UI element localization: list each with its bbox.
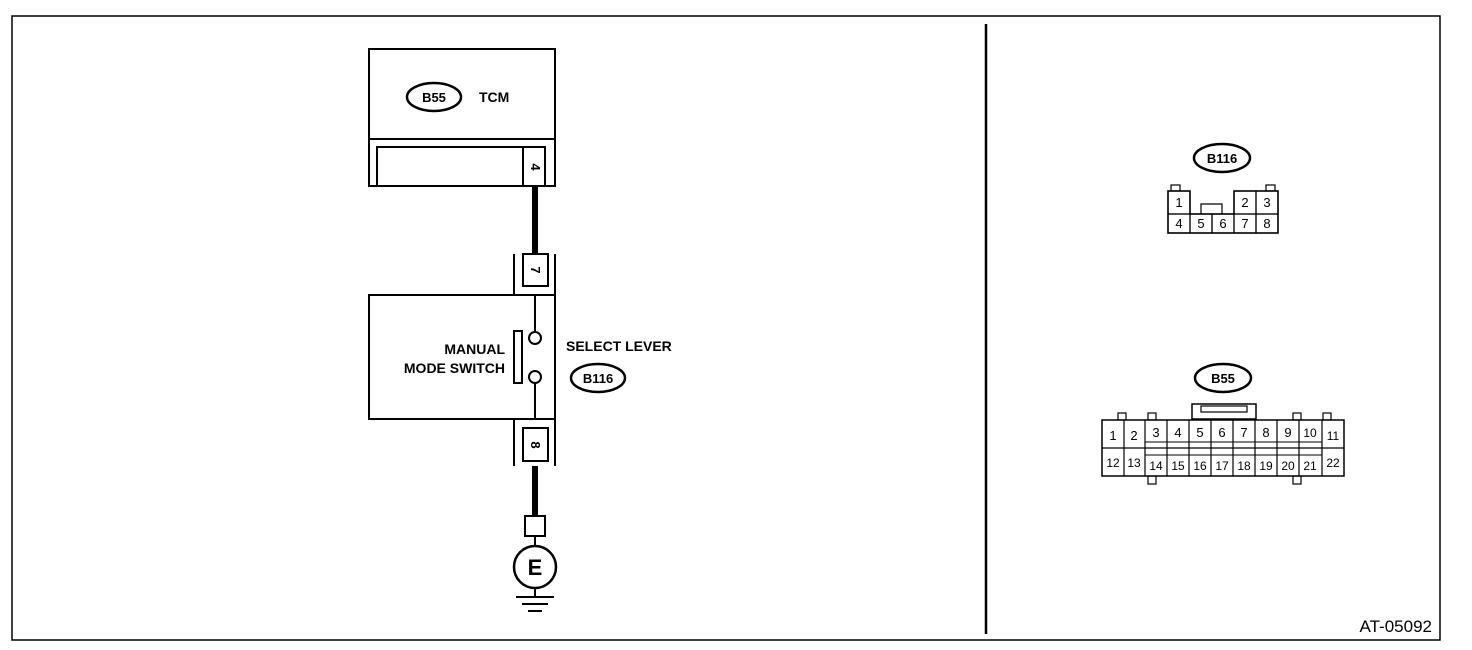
select-lever-unit: 7 MANUAL MODE SWITCH 8 <box>368 253 556 466</box>
b55-pin: 14 <box>1149 459 1163 473</box>
b55-pin: 16 <box>1193 459 1207 473</box>
tcm-connector-body <box>376 146 546 187</box>
tcm-pin-label: 4 <box>528 163 543 171</box>
b55-pin: 4 <box>1174 425 1181 440</box>
b55-pin: 22 <box>1326 456 1340 470</box>
b55-pin: 15 <box>1171 459 1185 473</box>
b55-pin: 10 <box>1303 426 1317 440</box>
b116-pin: 1 <box>1175 195 1182 210</box>
b116-pin: 4 <box>1175 216 1182 231</box>
switch-contact-bottom <box>528 370 542 384</box>
b55-pin: 7 <box>1240 425 1247 440</box>
b116-pin: 7 <box>1241 216 1248 231</box>
b55-pin: 21 <box>1303 459 1317 473</box>
switch-contact-top <box>528 331 542 345</box>
b55-pin: 8 <box>1262 425 1269 440</box>
connector-b55-title: B55 <box>1211 371 1235 386</box>
b55-pin: 19 <box>1259 459 1273 473</box>
lever-pin-top-box <box>522 253 549 287</box>
b55-pin: 5 <box>1196 425 1203 440</box>
ground-label: E <box>528 555 543 580</box>
ground-symbol: E <box>512 515 558 612</box>
b55-pin: 6 <box>1218 425 1225 440</box>
connector-b116-face: B116 1 2 3 4 5 6 7 8 <box>1167 142 1279 234</box>
b55-pin: 18 <box>1237 459 1251 473</box>
lever-pin-bottom-box <box>522 427 549 462</box>
switch-label-line2: MODE SWITCH <box>404 360 505 376</box>
b55-pin: 11 <box>1327 429 1340 443</box>
switch-actuator <box>513 330 523 384</box>
connector-b116-title: B116 <box>1207 151 1237 166</box>
b55-pin: 20 <box>1281 459 1295 473</box>
tcm-label: TCM <box>479 89 509 105</box>
b55-pin: 3 <box>1152 425 1159 440</box>
b116-pin: 5 <box>1197 216 1204 231</box>
select-lever-label: SELECT LEVER <box>566 338 672 354</box>
b116-pin: 8 <box>1263 216 1270 231</box>
select-lever-connector-badge: B116 <box>569 362 627 394</box>
tcm-connector-label: B55 <box>422 90 446 105</box>
b55-pin: 13 <box>1127 456 1141 470</box>
b55-pin: 9 <box>1284 425 1291 440</box>
lever-pin-bottom-label: 8 <box>528 441 543 448</box>
tcm-unit: B55 TCM 4 <box>368 48 556 187</box>
connector-b55-face: B55 1 2 3 4 5 6 7 8 9 10 <box>1101 362 1345 485</box>
switch-label-line1: MANUAL <box>444 341 505 357</box>
lever-pin-top-label: 7 <box>528 266 543 273</box>
b116-pin: 6 <box>1219 216 1226 231</box>
b55-pin: 1 <box>1109 428 1116 443</box>
b116-pin: 3 <box>1263 195 1270 210</box>
b116-pin: 2 <box>1241 195 1248 210</box>
manual-mode-switch-box <box>368 294 556 420</box>
b55-pin: 12 <box>1106 456 1120 470</box>
tcm-connector-badge: B55 <box>405 81 463 113</box>
select-lever-connector-label: B116 <box>583 371 613 386</box>
figure-id: AT-05092 <box>1360 617 1432 636</box>
b55-pin: 2 <box>1130 428 1137 443</box>
diagram-frame <box>11 15 1441 641</box>
b55-pin: 17 <box>1215 459 1229 473</box>
